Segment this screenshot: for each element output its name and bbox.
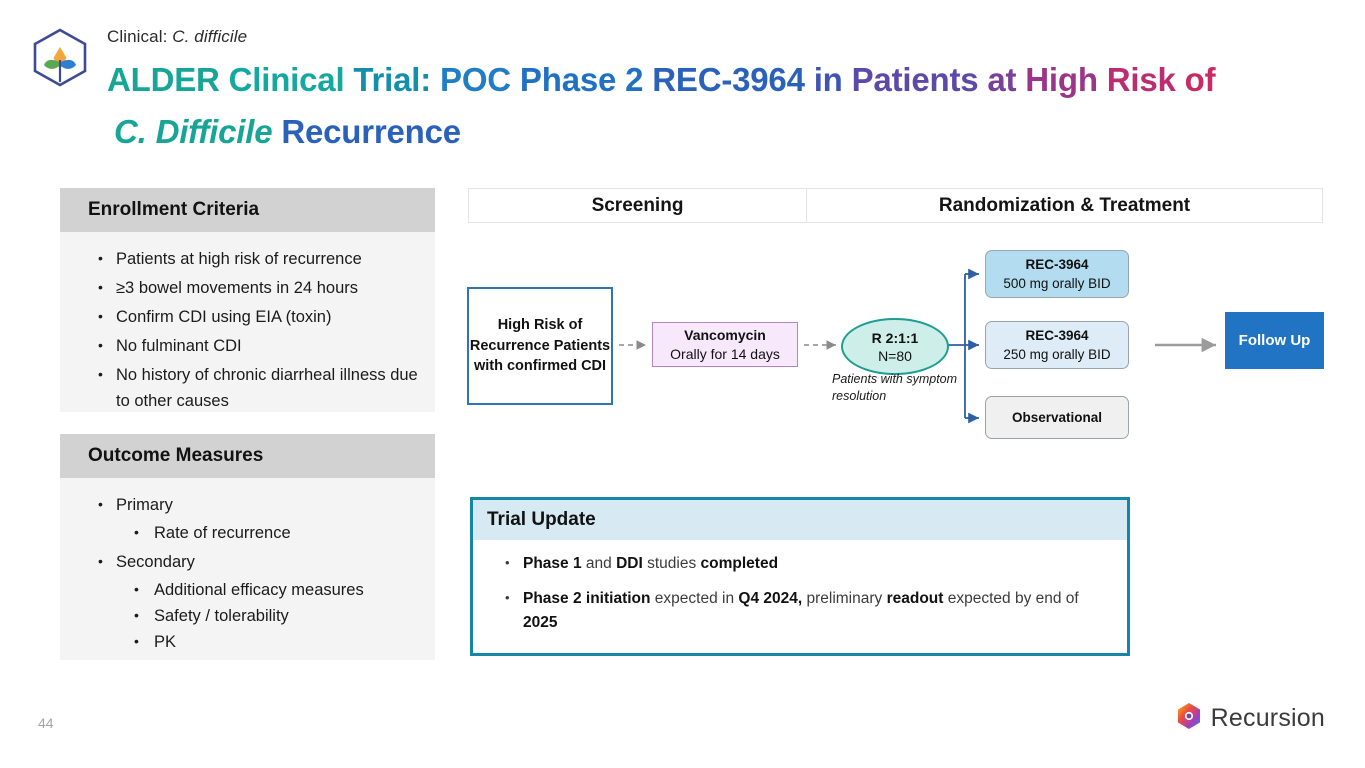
vancomycin-detail: Orally for 14 days [670,345,780,362]
sub-list-item: PK [116,628,419,655]
title-segment-7: Patients [851,61,988,98]
sub-list: Additional efficacy measuresSafety / tol… [116,576,419,655]
title-segment-1: Clinical [228,61,354,98]
outcome-measures-body: PrimaryRate of recurrenceSecondaryAdditi… [60,478,435,670]
phase-header-table: Screening Randomization & Treatment [468,188,1323,223]
list-item: Phase 1 and DDI studies completed [483,551,1105,576]
sub-list-item: Rate of recurrence [116,519,419,546]
title-segment-3: POC [440,61,520,98]
flow-box-vancomycin: Vancomycin Orally for 14 days [652,322,798,367]
enrollment-criteria-panel: Enrollment Criteria Patients at high ris… [60,188,435,412]
randomization-note: Patients with symptom resolution [832,372,958,403]
phase-header-randomization: Randomization & Treatment [938,194,1191,216]
title-segment-0: C. Difficile [114,113,273,150]
enrollment-criteria-heading: Enrollment Criteria [60,188,435,232]
flow-box-high-risk: High Risk of Recurrence Patients with co… [467,287,613,405]
arm-250-title: REC-3964 [1025,328,1089,343]
flow-box-follow-up: Follow Up [1225,312,1324,369]
title-segment-10: Risk [1106,61,1185,98]
page-title-line-2: C. Difficile Recurrence [107,106,1307,158]
list-item: ≥3 bowel movements in 24 hours [76,274,419,301]
list-item: Phase 2 initiation expected in Q4 2024, … [483,586,1105,635]
enrollment-criteria-body: Patients at high risk of recurrence≥3 bo… [60,232,435,429]
arm-500-dose: 500 mg orally BID [1003,276,1111,291]
trial-update-list: Phase 1 and DDI studies completedPhase 2… [483,551,1105,635]
title-segment-0: ALDER [107,61,229,98]
trial-update-panel: Trial Update Phase 1 and DDI studies com… [470,497,1130,656]
emphasized-text: readout [886,590,944,607]
eyebrow-label: Clinical: C. difficile [107,27,247,47]
emphasized-text: Phase 2 initiation [523,590,651,607]
list-item: No fulminant CDI [76,332,419,359]
vancomycin-title: Vancomycin [684,326,766,343]
brand-logo: Recursion [1176,702,1325,735]
outcome-measures-list: PrimaryRate of recurrenceSecondaryAdditi… [76,491,419,655]
recursion-hex-logo [1176,702,1202,735]
outcome-measures-heading: Outcome Measures [60,434,435,478]
title-segment-5: REC-3964 [652,61,814,98]
list-item-label: Primary [116,496,173,514]
arm-250-dose: 250 mg orally BID [1003,347,1111,362]
sub-list-item: Safety / tolerability [116,602,419,629]
title-segment-2: Recurrence [281,113,461,150]
emphasized-text: Q4 2024, [738,590,803,607]
trial-update-heading: Trial Update [473,500,1127,540]
title-segment-8: at [987,61,1026,98]
flow-box-observational: Observational [985,396,1129,439]
outcome-measures-panel: Outcome Measures PrimaryRate of recurren… [60,434,435,660]
flow-box-rec3964-250: REC-3964 250 mg orally BID [985,321,1129,369]
arm-500-title: REC-3964 [1025,257,1089,272]
emphasized-text: DDI [616,555,643,572]
list-item: Patients at high risk of recurrence [76,245,419,272]
plain-text: preliminary [802,590,887,607]
plain-text: and [581,555,617,572]
list-item-label: Secondary [116,553,195,571]
page-title-line-1: ALDER Clinical Trial: POC Phase 2 REC-39… [107,54,1307,106]
eyebrow-italic: C. difficile [172,27,248,46]
randomization-n: N=80 [878,347,912,364]
emphasized-text: 2025 [523,614,558,631]
page-title: ALDER Clinical Trial: POC Phase 2 REC-39… [107,54,1307,158]
list-item: No history of chronic diarrheal illness … [76,361,419,414]
title-segment-1 [272,113,281,150]
enrollment-criteria-list: Patients at high risk of recurrence≥3 bo… [76,245,419,414]
list-item: Confirm CDI using EIA (toxin) [76,303,419,330]
title-segment-11: of [1184,61,1216,98]
arm-observational-title: Observational [1011,410,1103,425]
plain-text: expected by end of [943,590,1079,607]
plain-text: studies [642,555,701,572]
title-segment-4: Phase 2 [519,61,653,98]
randomization-ratio: R 2:1:1 [871,329,919,346]
list-item: PrimaryRate of recurrence [76,491,419,546]
plain-text: expected in [650,590,739,607]
title-segment-2: Trial: [353,61,441,98]
title-segment-6: in [813,61,852,98]
title-segment-9: High [1025,61,1107,98]
hexagon-leaf-logo [27,26,93,92]
flow-box-rec3964-500: REC-3964 500 mg orally BID [985,250,1129,298]
phase-header-screening: Screening [469,189,807,222]
emphasized-text: Phase 1 [523,555,582,572]
sub-list: Rate of recurrence [116,519,419,546]
flow-node-randomization: R 2:1:1 N=80 [841,318,949,375]
sub-list-item: Additional efficacy measures [116,576,419,603]
eyebrow-prefix: Clinical: [107,27,173,46]
brand-name: Recursion [1210,704,1325,732]
list-item: SecondaryAdditional efficacy measuresSaf… [76,548,419,655]
trial-update-body: Phase 1 and DDI studies completedPhase 2… [473,540,1127,635]
page-number: 44 [38,715,54,731]
emphasized-text: completed [700,555,779,572]
